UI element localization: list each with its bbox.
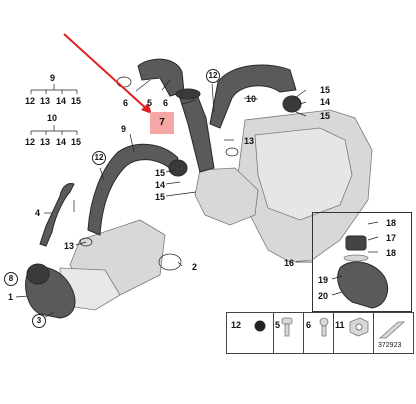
callout-3[interactable]: 3 [32,314,46,328]
callout-14[interactable]: 14 [155,180,166,190]
callout-15[interactable]: 15 [320,111,331,121]
callout-2[interactable]: 2 [192,262,198,272]
legend-label-6[interactable]: 6 [306,320,312,330]
tree-9-child: 15 [71,96,82,106]
callout-15[interactable]: 15 [155,168,166,178]
legend-label-12[interactable]: 12 [231,320,242,330]
callout-10[interactable]: 10 [246,94,257,104]
callout-1[interactable]: 1 [8,292,14,302]
callout-12[interactable]: 12 [206,69,220,83]
tree-9-child: 14 [56,96,67,106]
callout-20[interactable]: 20 [318,291,329,301]
tree-10-root: 10 [47,113,58,123]
legend-cell [273,313,304,353]
callout-17[interactable]: 17 [386,233,397,243]
callout-13[interactable]: 13 [244,136,255,146]
diagram-number: 372923 [378,342,402,349]
callout-19[interactable]: 19 [318,275,329,285]
callout-13[interactable]: 13 [64,241,75,251]
callout-9[interactable]: 9 [121,124,127,134]
callout-18[interactable]: 18 [386,218,397,228]
legend-cell [303,313,334,353]
legend-label-11[interactable]: 11 [335,320,345,330]
callout-12[interactable]: 12 [92,151,106,165]
tree-9-child: 13 [40,96,51,106]
callout-8[interactable]: 8 [4,272,18,286]
callout-16[interactable]: 16 [284,258,295,268]
legend-cell [333,313,374,353]
tree-10-child: 15 [71,137,82,147]
tree-10-child: 13 [40,137,51,147]
tree-10-child: 12 [25,137,36,147]
tree-9-root: 9 [50,73,56,83]
tree-9-child: 12 [25,96,36,106]
callout-15[interactable]: 15 [155,192,166,202]
highlighted-part-7[interactable]: 7 [150,112,174,134]
callout-4[interactable]: 4 [35,208,41,218]
callout-5[interactable]: 5 [147,98,153,108]
tree-10-child: 14 [56,137,67,147]
legend-cell [227,313,274,353]
inset-detail [312,212,412,312]
callout-18[interactable]: 18 [386,248,397,258]
callout-6[interactable]: 6 [163,98,169,108]
callout-15[interactable]: 15 [320,85,331,95]
callout-14[interactable]: 14 [320,97,331,107]
legend-label-5[interactable]: 5 [275,320,281,330]
hardware-legend [226,312,414,354]
callout-6[interactable]: 6 [123,98,129,108]
